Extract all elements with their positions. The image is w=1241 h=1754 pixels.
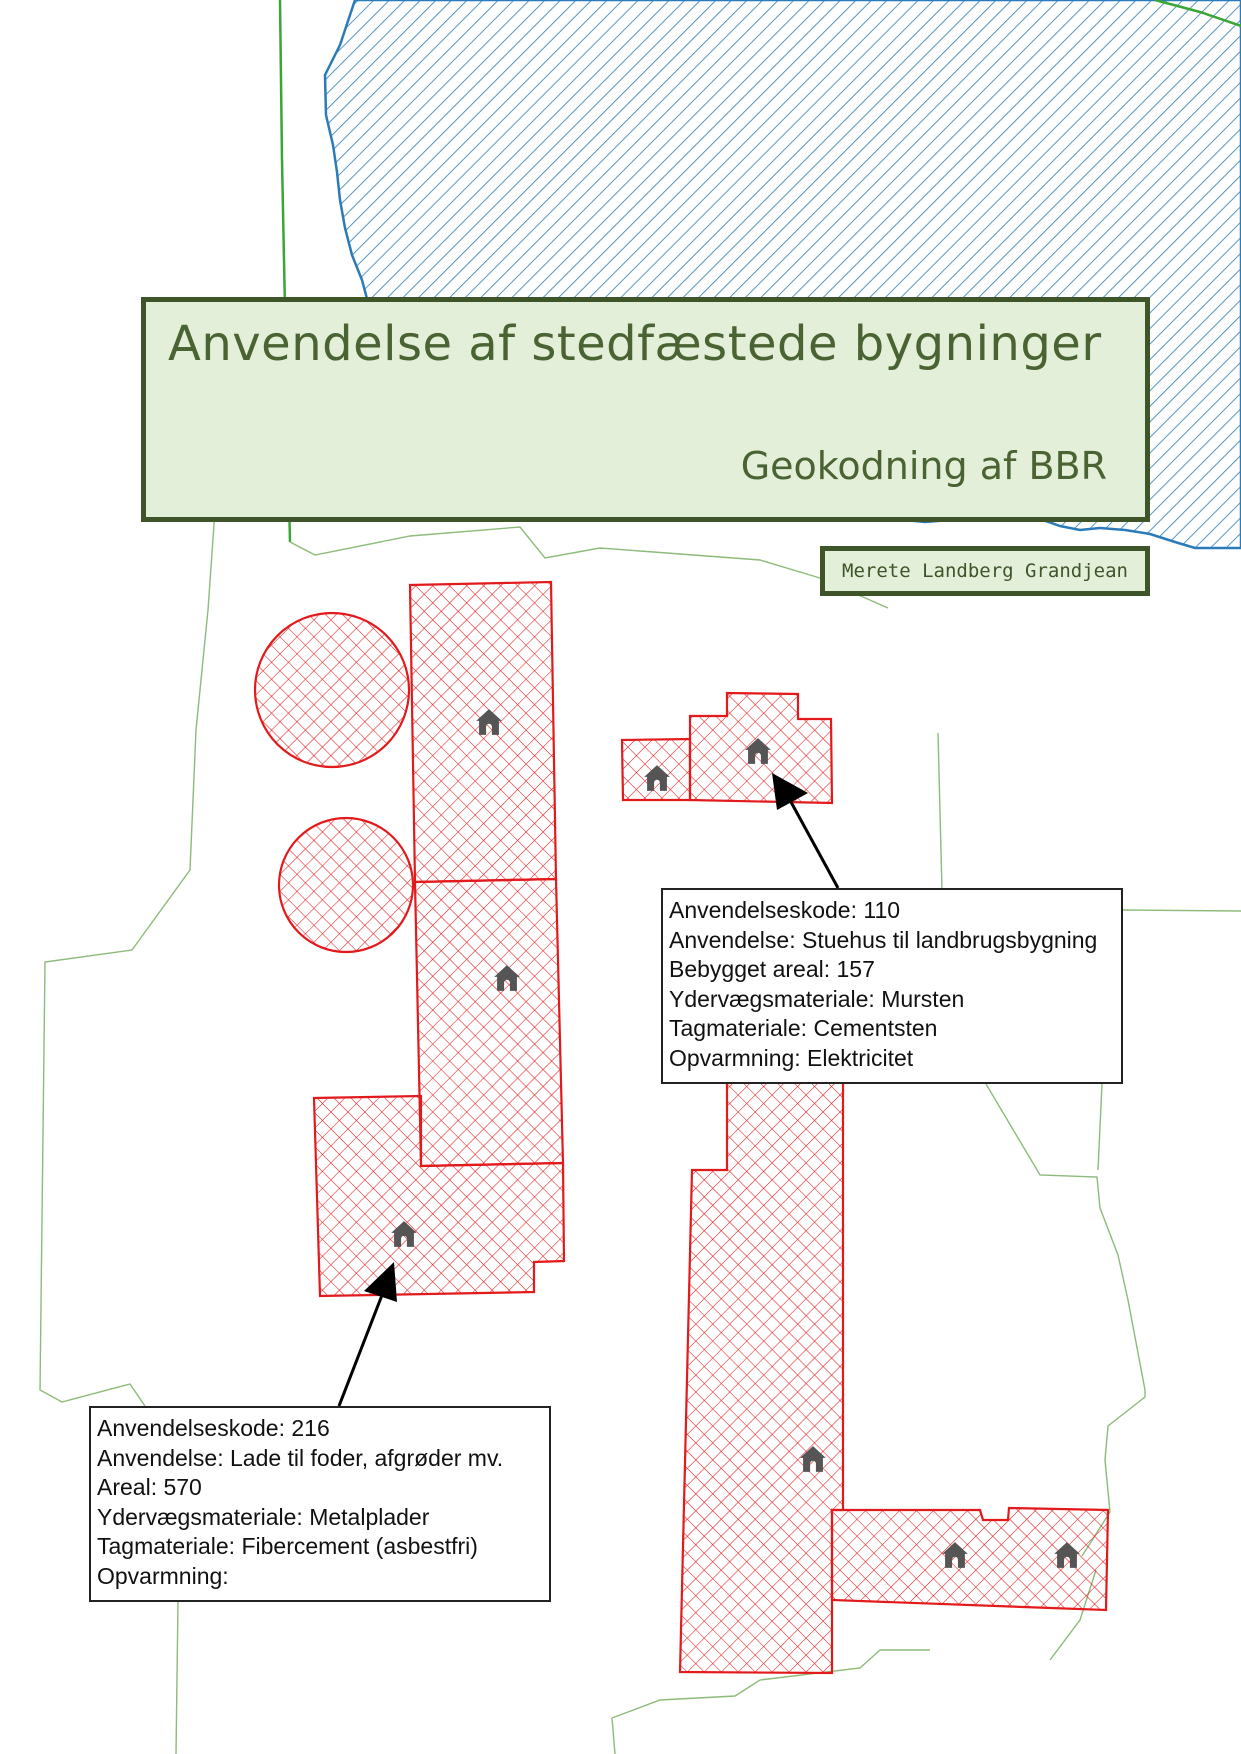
- title-box: Anvendelse af stedfæstede bygninger Geok…: [141, 297, 1150, 522]
- page-title: Anvendelse af stedfæstede bygninger: [168, 316, 1102, 372]
- silo-building: [253, 611, 411, 769]
- info-line: Tagmateriale: Cementsten: [669, 1015, 938, 1041]
- arrow-head-barn: [364, 1262, 397, 1302]
- page-subtitle: Geokodning af BBR: [740, 444, 1107, 488]
- author-box: Merete Landberg Grandjean: [820, 546, 1150, 596]
- info-line: Opvarmning: Elektricitet: [669, 1044, 914, 1071]
- arrow-head-farmhouse: [772, 773, 808, 810]
- info-box-barn: Anvendelseskode: 216 Anvendelse: Lade ti…: [89, 1406, 551, 1602]
- silo-building: [277, 816, 415, 954]
- pointer-arrows: [337, 773, 840, 1407]
- info-line: Anvendelseskode: 110: [669, 897, 901, 923]
- arrow-farmhouse: [789, 801, 840, 889]
- info-line: Tagmateriale: Fibercement (asbestfri): [97, 1533, 478, 1559]
- info-line: Ydervægsmateriale: Metalplader: [97, 1503, 430, 1530]
- parcel-lines: [39, 509, 1241, 1754]
- building-barn-middle: [413, 877, 565, 1168]
- info-line: Anvendelse: Stuehus til landbrugsbygning: [669, 926, 1098, 953]
- info-line: Anvendelse: Lade til foder, afgrøder mv.: [97, 1444, 504, 1471]
- building-long-east: [678, 1078, 845, 1675]
- author-name: Merete Landberg Grandjean: [842, 560, 1128, 582]
- info-line: Areal: 570: [97, 1474, 202, 1500]
- info-line: Ydervægsmateriale: Mursten: [669, 985, 965, 1012]
- info-line: Opvarmning:: [97, 1562, 229, 1589]
- info-line: Bebygget areal: 157: [669, 956, 875, 982]
- info-box-farmhouse: Anvendelseskode: 110 Anvendelse: Stuehus…: [661, 888, 1123, 1084]
- building-wing-east: [830, 1506, 1110, 1612]
- arrow-barn: [337, 1289, 386, 1407]
- property-boundary-top: [1154, 0, 1241, 28]
- info-line: Anvendelseskode: 216: [97, 1415, 330, 1441]
- buildings: [253, 580, 1110, 1675]
